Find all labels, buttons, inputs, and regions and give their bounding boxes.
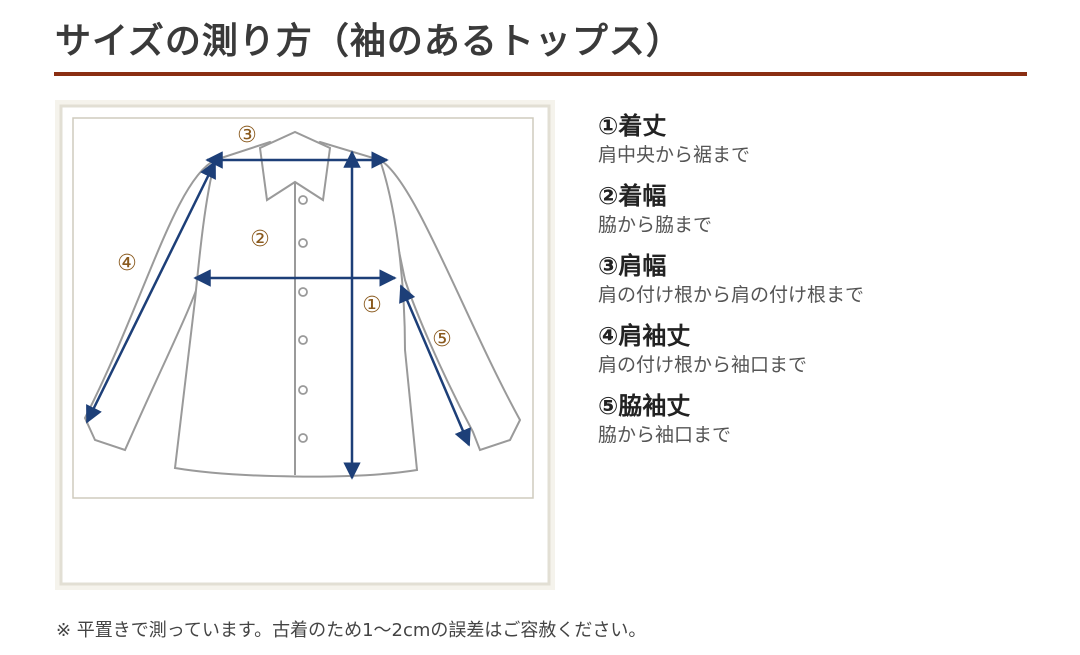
marker-2: ②: [250, 227, 270, 252]
page-title: サイズの測り方（袖のあるトップス）: [55, 21, 683, 62]
shirt-buttons: [298, 195, 308, 443]
measurement-list: ①着丈 肩中央から裾まで ②着幅 脇から脇まで ③肩幅 肩の付け根から肩の付け根…: [598, 110, 1038, 460]
measurement-item: ④肩袖丈 肩の付け根から袖口まで: [598, 320, 1038, 390]
measurement-desc: 肩中央から裾まで: [598, 144, 751, 166]
arrow-sleeve: [85, 160, 217, 424]
measurement-label: ②着幅: [598, 182, 667, 210]
measurement-desc: 肩の付け根から袖口まで: [598, 354, 808, 376]
measurement-desc: 脇から袖口まで: [598, 424, 732, 446]
measurement-label: ①着丈: [598, 112, 667, 140]
marker-4: ④: [117, 251, 137, 276]
footnote: ※ 平置きで測っています。古着のため1～2cmの誤差はご容赦ください。: [56, 620, 647, 641]
measurement-desc: 肩の付け根から肩の付け根まで: [598, 284, 865, 306]
marker-3: ③: [237, 123, 257, 148]
marker-5: ⑤: [432, 327, 452, 352]
measurement-item: ②着幅 脇から脇まで: [598, 180, 1038, 250]
shirt-diagram: ① ② ③ ④ ⑤: [55, 100, 555, 590]
measurement-item: ⑤脇袖丈 脇から袖口まで: [598, 390, 1038, 460]
measurement-desc: 脇から脇まで: [598, 214, 713, 236]
measurement-label: ⑤脇袖丈: [598, 392, 691, 420]
measurement-item: ③肩幅 肩の付け根から肩の付け根まで: [598, 250, 1038, 320]
measurement-item: ①着丈 肩中央から裾まで: [598, 110, 1038, 180]
marker-1: ①: [362, 293, 382, 318]
title-divider: [54, 72, 1027, 76]
arrow-underarm: [399, 284, 471, 447]
measurement-label: ③肩幅: [598, 252, 667, 280]
measurement-label: ④肩袖丈: [598, 322, 691, 350]
